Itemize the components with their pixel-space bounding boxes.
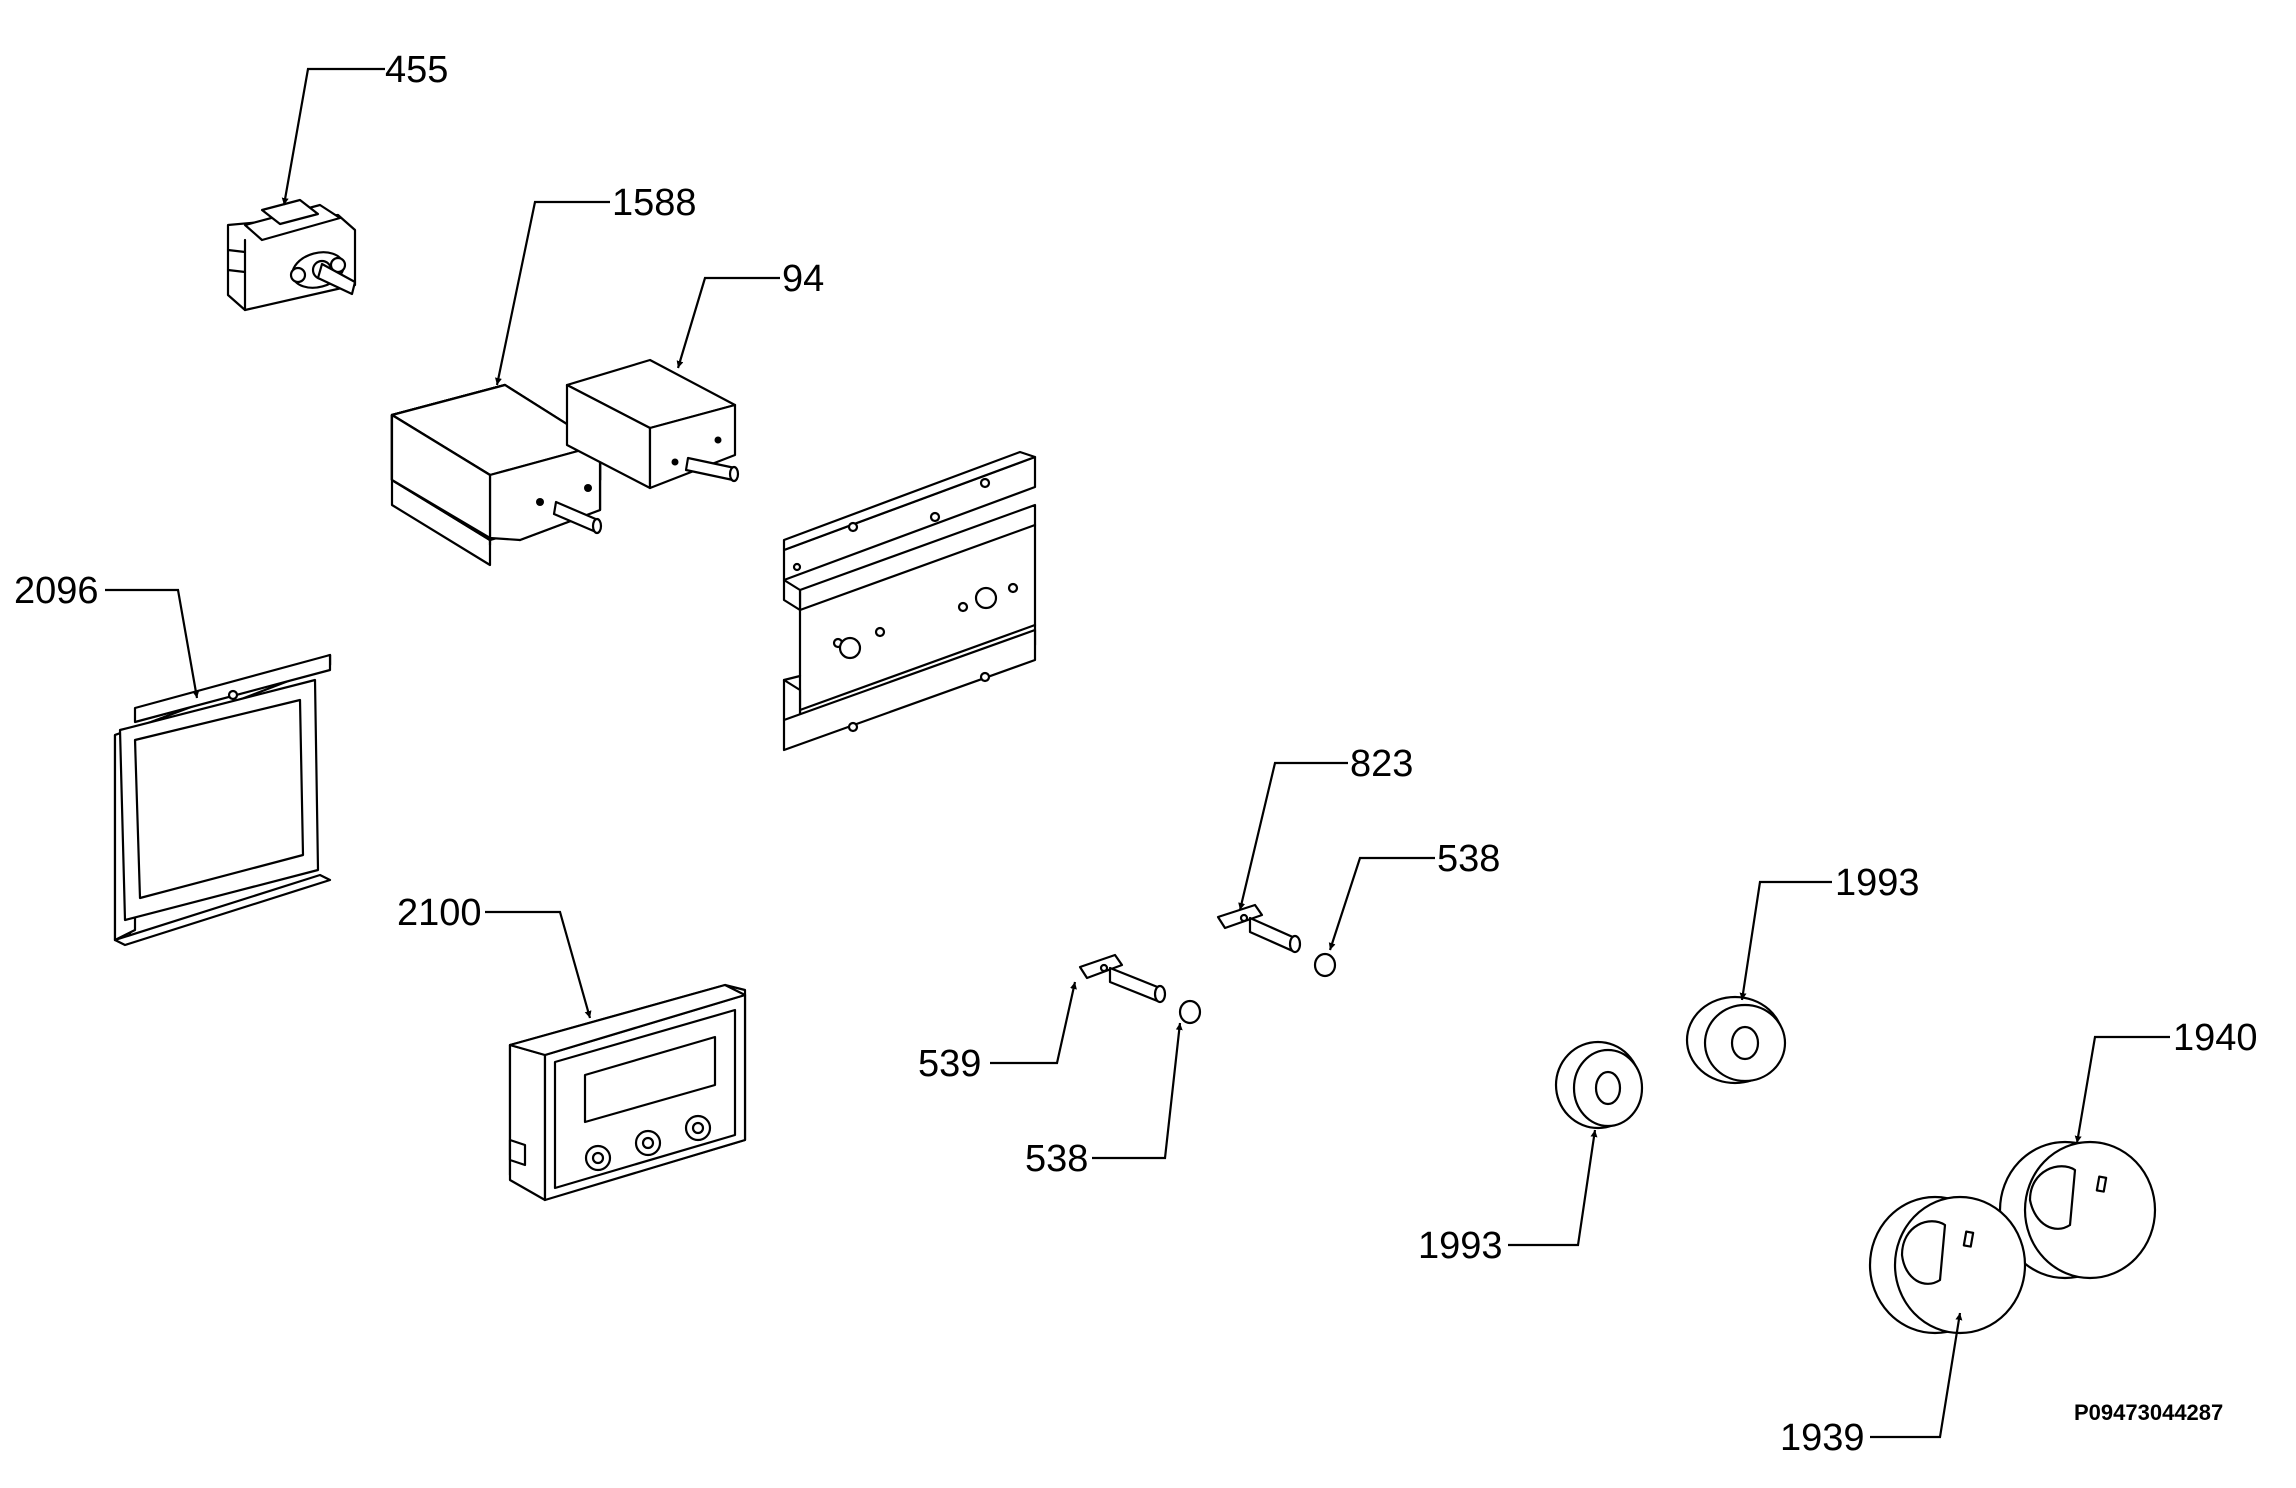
part-539-shaft (1078, 953, 1167, 1004)
part-1993-spacer-b (1554, 1040, 1644, 1130)
callout-labels: 455 1588 94 2096 2100 823 538 539 538 19… (14, 49, 2258, 1459)
part-1993-spacer-a (1685, 995, 1787, 1085)
callout-94: 94 (782, 258, 824, 300)
callout-2100: 2100 (397, 892, 482, 934)
part-1588-body (390, 383, 603, 542)
part-2100-display (508, 983, 747, 1202)
part-538-ring-b (1178, 999, 1202, 1025)
part-823-shaft (1216, 903, 1302, 954)
callout-823: 823 (1350, 743, 1413, 785)
callout-455: 455 (385, 49, 448, 91)
callout-539: 539 (918, 1043, 981, 1085)
part-2096-frame (113, 653, 332, 947)
document-number: P09473044287 (2074, 1400, 2223, 1425)
callout-538-upper: 538 (1437, 838, 1500, 880)
mounting-bracket (782, 450, 1037, 752)
part-455-switch (226, 198, 357, 312)
callout-2096: 2096 (14, 570, 99, 612)
callout-1939: 1939 (1780, 1417, 1865, 1459)
leader-lines (105, 67, 2170, 1439)
part-94-relay (565, 358, 740, 490)
callout-1993-upper: 1993 (1835, 862, 1920, 904)
callout-1993-lower: 1993 (1418, 1225, 1503, 1267)
callout-1588: 1588 (612, 182, 697, 224)
callout-538-lower: 538 (1025, 1138, 1088, 1180)
part-538-ring-a (1313, 952, 1337, 978)
callout-1940: 1940 (2173, 1017, 2258, 1059)
part-1939-knob (1868, 1195, 2027, 1335)
